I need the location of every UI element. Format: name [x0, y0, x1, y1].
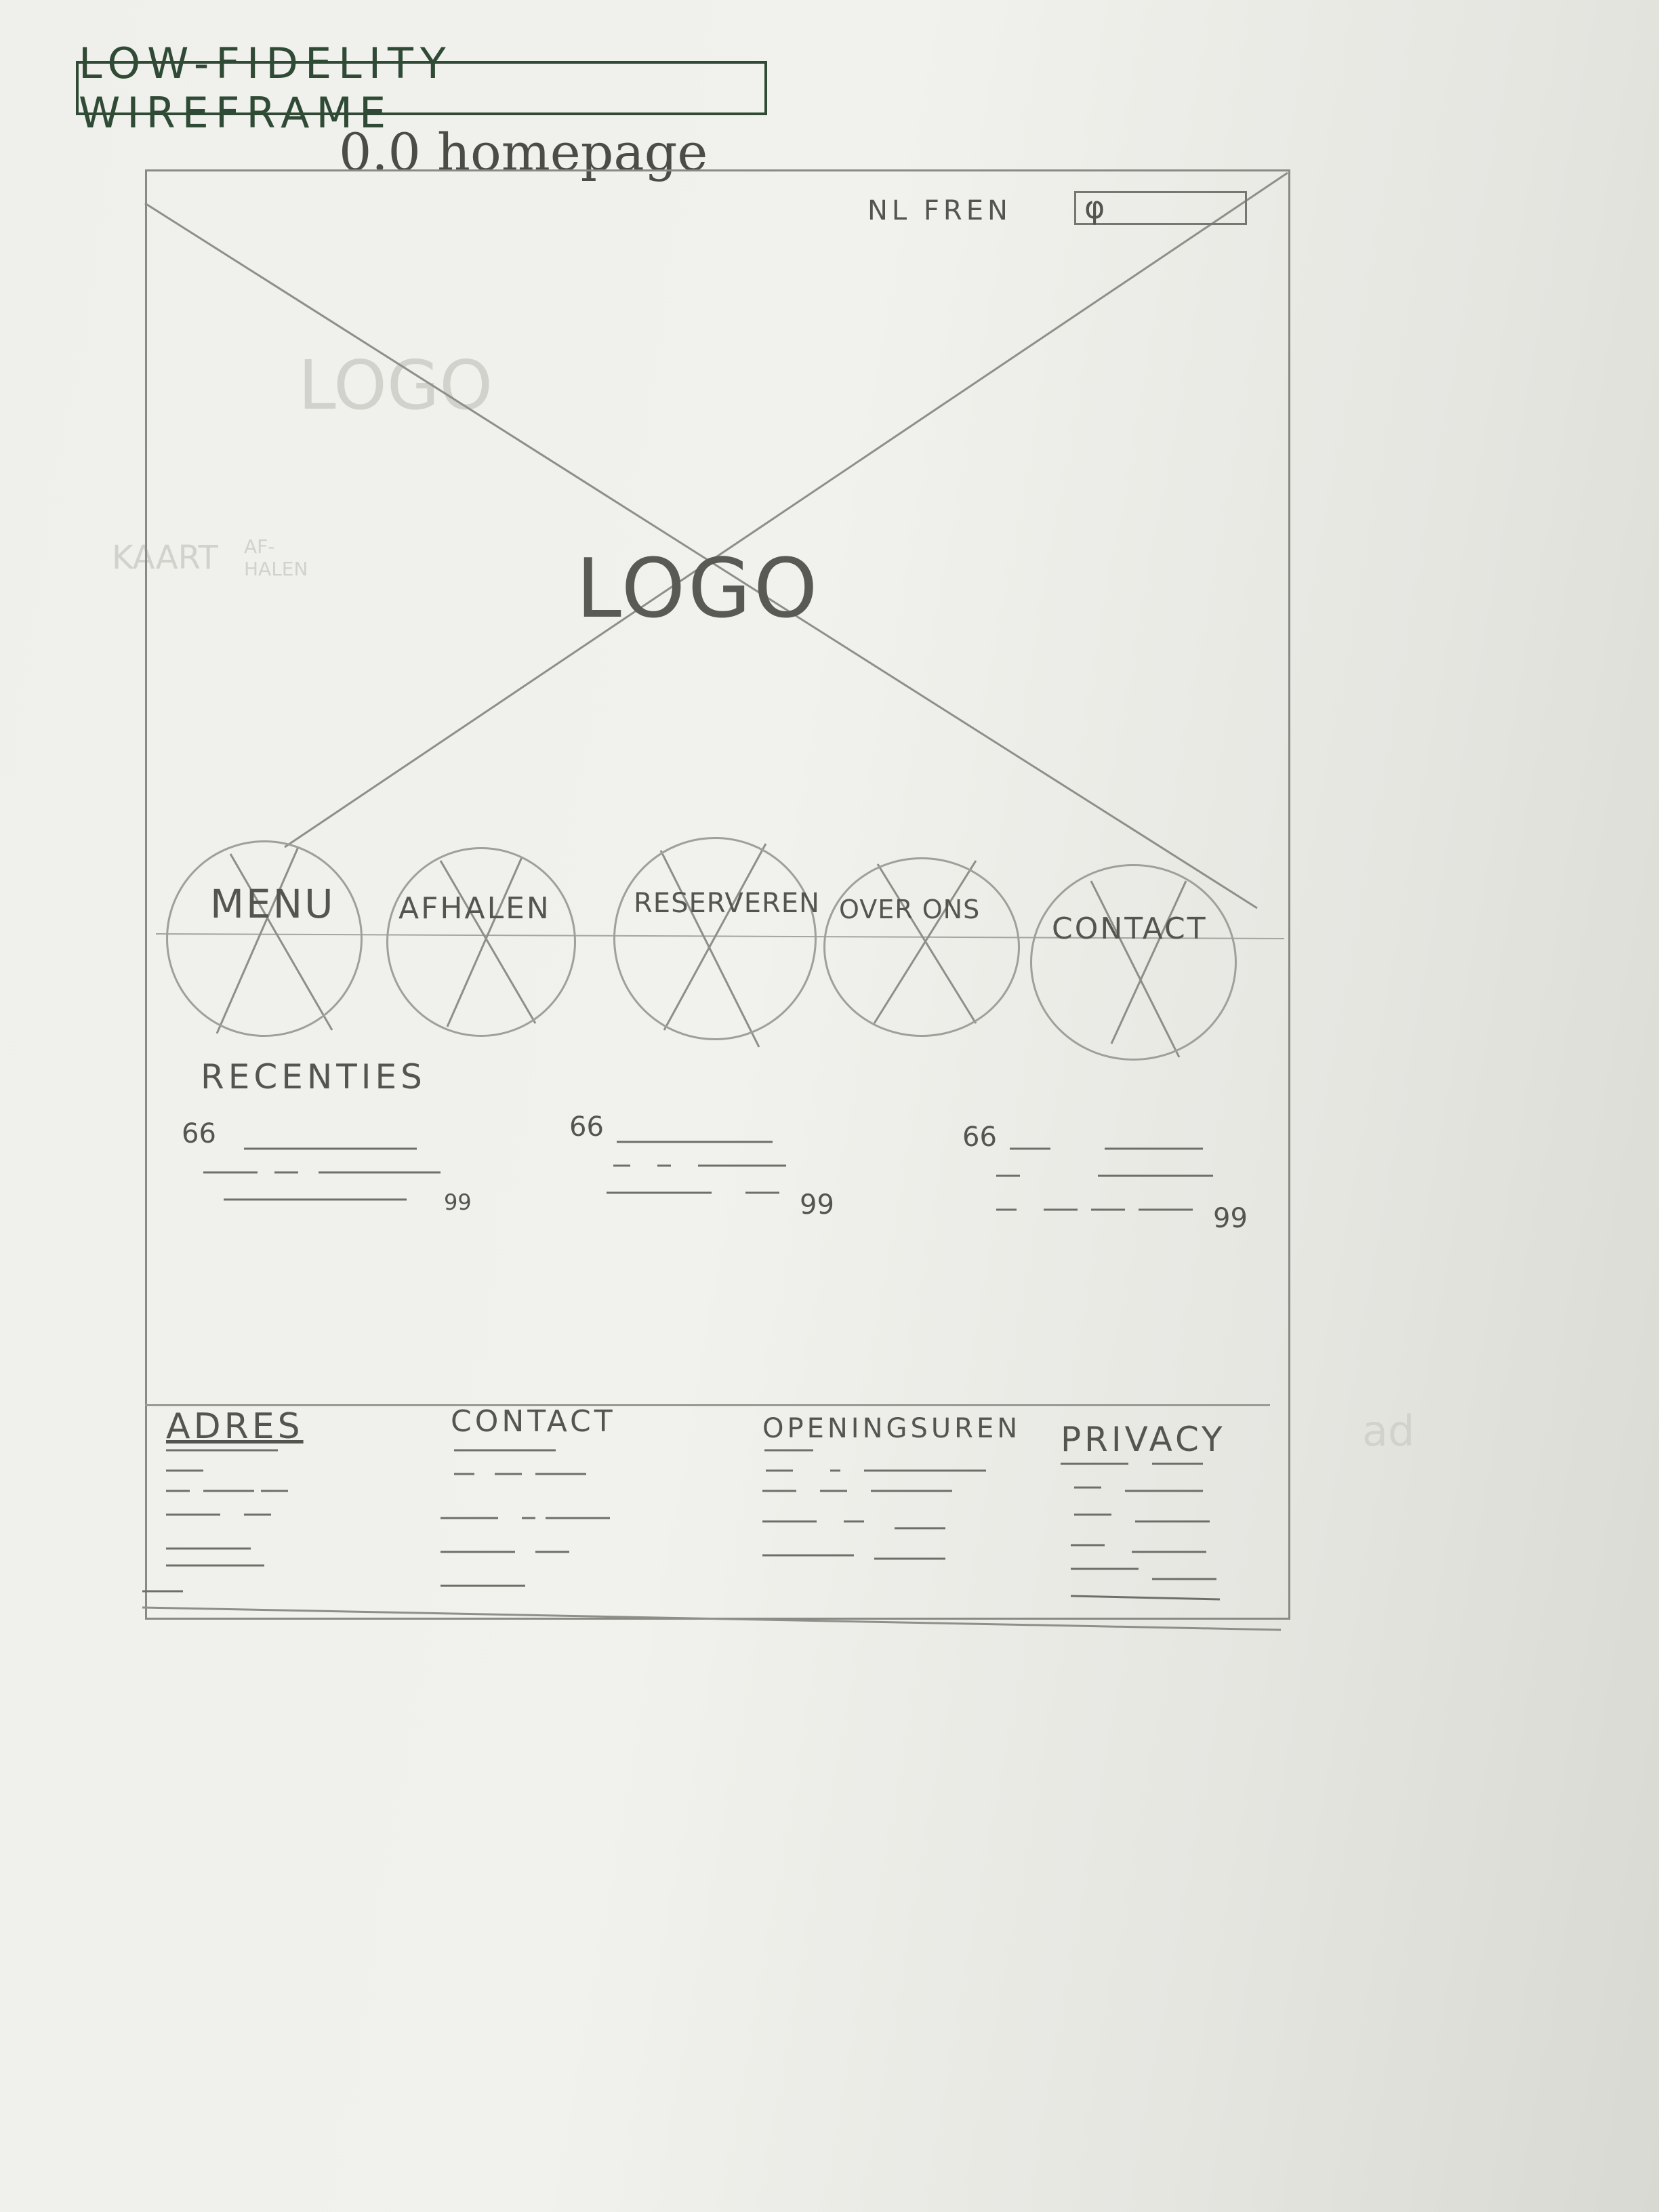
language-switcher[interactable]: NL FREN — [867, 195, 1012, 226]
footer-col-contact: CONTACT — [451, 1404, 616, 1439]
nav-item-reserveren[interactable]: RESERVEREN — [634, 888, 820, 919]
wireframe-title-box: LOW-FIDELITY WIREFRAME — [76, 39, 767, 138]
search-input[interactable]: φ — [1074, 189, 1247, 226]
nav-circle-over-ons[interactable] — [823, 857, 1020, 1037]
footer-col-adres: ADRES — [166, 1406, 304, 1447]
hero-logo: LOGO — [576, 542, 821, 636]
wireframe-title: LOW-FIDELITY WIREFRAME — [79, 39, 453, 138]
review-3-open-quote: 66 — [962, 1122, 997, 1153]
nav-circle-reserveren[interactable] — [613, 837, 817, 1040]
nav-item-contact[interactable]: CONTACT — [1052, 912, 1208, 946]
reviews-heading: RECENTIES — [201, 1057, 426, 1097]
nav-circle-contact[interactable] — [1030, 864, 1237, 1061]
review-2-close-quote: 99 — [800, 1189, 834, 1221]
review-2-open-quote: 66 — [569, 1111, 604, 1143]
footer-col-openingsuren: OPENINGSUREN — [762, 1413, 1021, 1444]
footer-col-privacy: PRIVACY — [1061, 1420, 1226, 1459]
ghost-side-note: ad — [1362, 1406, 1415, 1456]
nav-circle-afhalen[interactable] — [386, 847, 576, 1037]
footer-divider — [145, 1404, 1270, 1406]
review-1-close-quote: 99 — [444, 1189, 472, 1215]
nav-circle-menu[interactable] — [166, 840, 363, 1037]
nav-item-over-ons[interactable]: OVER ONS — [839, 895, 981, 924]
review-3-close-quote: 99 — [1213, 1203, 1248, 1234]
review-1-open-quote: 66 — [182, 1118, 216, 1149]
nav-item-menu[interactable]: MENU — [210, 881, 335, 927]
nav-item-afhalen[interactable]: AFHALEN — [398, 891, 551, 926]
search-icon: φ — [1084, 189, 1105, 226]
